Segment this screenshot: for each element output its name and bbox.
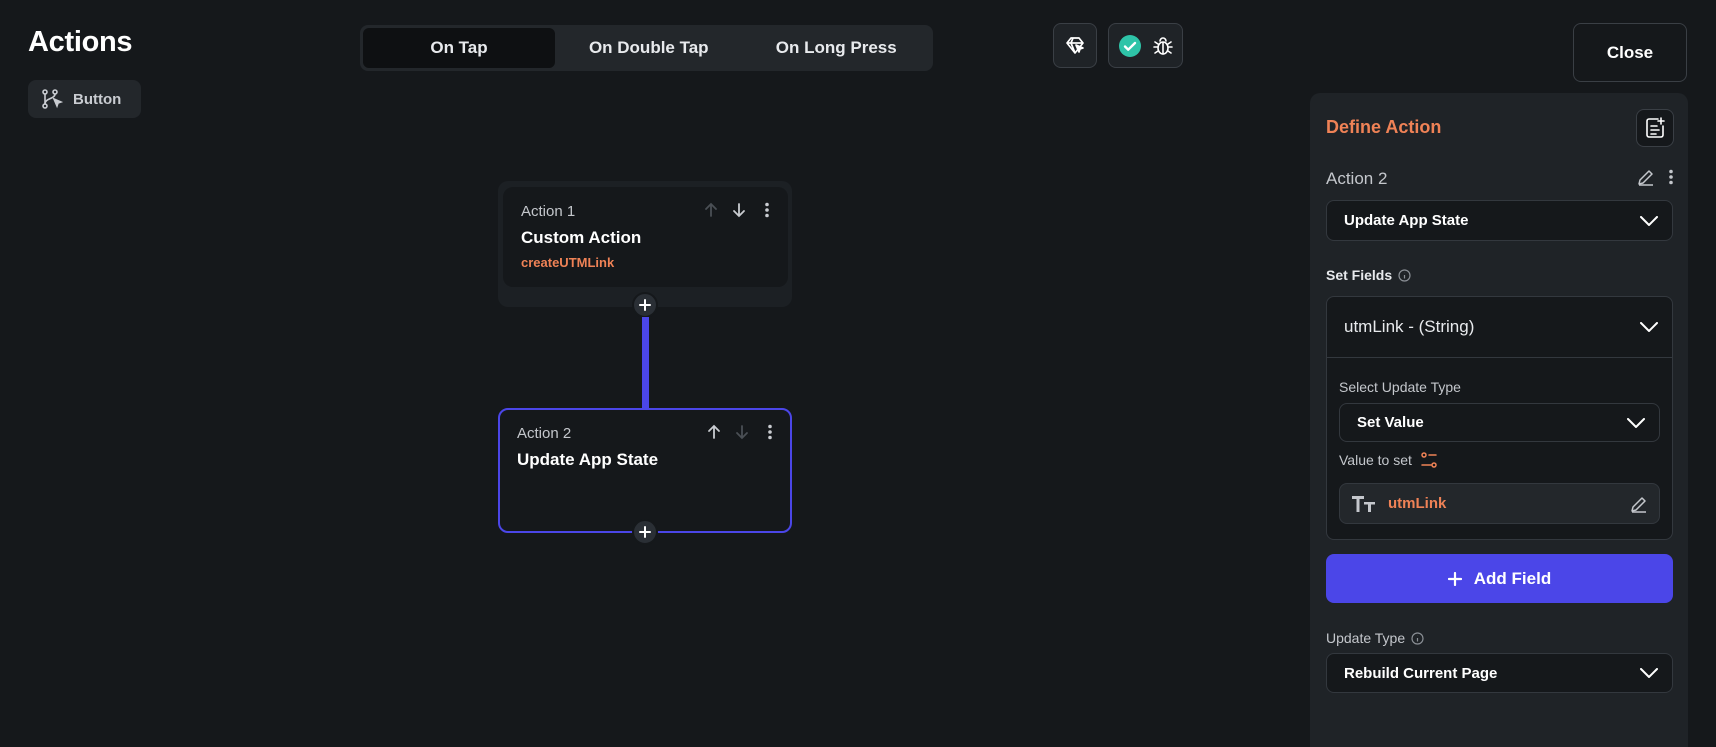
update-type-dropdown[interactable]: Set Value [1339,403,1660,442]
edit-pencil-icon[interactable] [1629,494,1649,514]
more-vertical-icon[interactable] [757,200,777,220]
tab-on-long-press[interactable]: On Long Press [775,38,897,57]
arrow-down-icon[interactable] [732,422,752,442]
add-field-label: Add Field [1473,568,1552,588]
action-node-1[interactable]: Action 1 Custom Action createUTMLink [503,187,788,287]
action-connector [642,317,649,410]
action-title: Update App State [517,450,659,469]
tab-on-tap[interactable]: On Tap [363,28,555,68]
add-action-after-1[interactable] [632,292,658,318]
widget-chip[interactable]: Button [28,80,141,118]
field-card: utmLink - (String) Select Update Type Se… [1326,296,1673,540]
plus-icon [639,526,651,538]
value-to-set-label: Value to set [1339,451,1438,469]
action-controls [701,200,777,220]
info-icon [1398,268,1411,282]
chevron-down-icon [1640,215,1658,226]
field-name: utmLink - (String) [1344,317,1475,336]
rebuild-type-dropdown[interactable]: Rebuild Current Page [1326,653,1673,693]
documentation-button[interactable] [1636,109,1674,147]
action-subtitle: createUTMLink [521,255,615,270]
action-label: Action 2 [517,425,572,442]
value-to-set-text: Value to set [1339,452,1412,468]
action-name: Action 2 [1326,169,1388,188]
action-type-dropdown[interactable]: Update App State [1326,200,1673,241]
add-action-after-2[interactable] [632,519,658,545]
action-label: Action 1 [521,203,576,220]
edit-pencil-icon[interactable] [1636,167,1656,187]
tab-on-double-tap[interactable]: On Double Tap [588,38,709,57]
chevron-down-icon [1640,668,1658,678]
more-vertical-icon[interactable] [1668,169,1674,185]
value-text: utmLink [1388,495,1447,512]
text-type-icon [1352,495,1376,513]
check-circle-icon [1118,34,1142,58]
define-action-panel: Define Action Action 2 Update App State [1310,93,1688,747]
chevron-down-icon [1627,417,1645,428]
action-name-controls [1636,167,1674,187]
arrow-up-icon[interactable] [704,422,724,442]
arrow-down-icon[interactable] [729,200,749,220]
update-type-label: Update Type [1326,630,1424,646]
magic-pointer-icon [1064,35,1086,57]
plus-icon [639,299,651,311]
page-title: Actions [28,26,133,58]
arrow-up-icon[interactable] [701,200,721,220]
value-input[interactable]: utmLink [1339,483,1660,524]
widget-label: Button [73,90,122,108]
action-node-2[interactable]: Action 2 Update App State [498,408,792,533]
add-field-button[interactable]: Add Field [1326,554,1673,603]
plus-icon [1447,571,1462,586]
update-type-text: Update Type [1326,630,1406,646]
more-vertical-icon[interactable] [760,422,780,442]
field-header[interactable]: utmLink - (String) [1327,297,1672,358]
action-type-value: Update App State [1344,212,1469,229]
close-button[interactable]: Close [1573,23,1687,82]
panel-title: Define Action [1326,117,1442,137]
debug-status-button[interactable] [1108,23,1183,68]
action-title: Custom Action [521,228,642,247]
chevron-down-icon [1640,322,1658,332]
set-fields-text: Set Fields [1326,267,1393,283]
rebuild-type-value: Rebuild Current Page [1344,664,1498,682]
info-icon [1411,631,1424,645]
document-add-icon [1644,117,1666,139]
select-update-type-label: Select Update Type [1339,379,1461,395]
action-controls [704,422,780,442]
bug-icon [1152,35,1174,57]
variable-settings-icon[interactable] [1420,451,1438,469]
set-fields-label: Set Fields [1326,267,1411,283]
magic-pointer-button[interactable] [1053,23,1097,68]
update-type-value: Set Value [1357,414,1424,431]
branch-pointer-icon [41,88,63,110]
trigger-tabs: On Tap On Double Tap On Long Press [360,25,933,71]
